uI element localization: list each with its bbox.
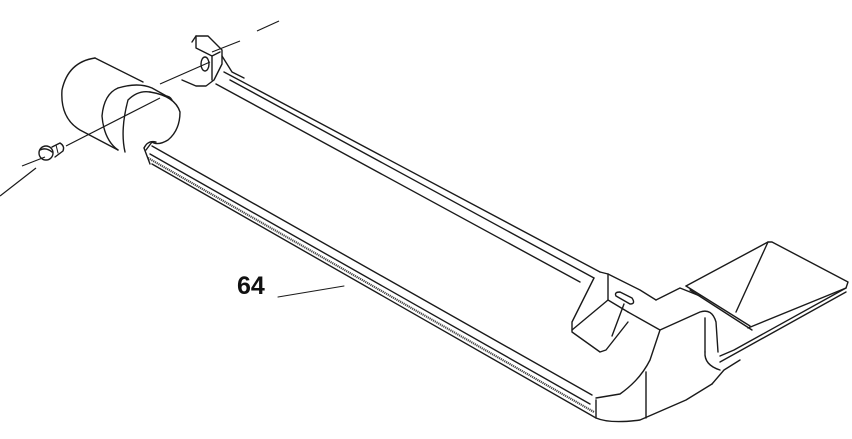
funnel-outlet [595,241,849,423]
callout-label-64: 64 [237,272,265,300]
mounting-tab-right [571,271,661,353]
assembly-axis-line [0,20,280,197]
mounting-tab-left [181,35,245,87]
long-channel-tray [143,71,601,419]
cylinder-end-cap [61,57,181,153]
screw-icon [38,142,65,161]
callout-leader-line [277,285,345,298]
